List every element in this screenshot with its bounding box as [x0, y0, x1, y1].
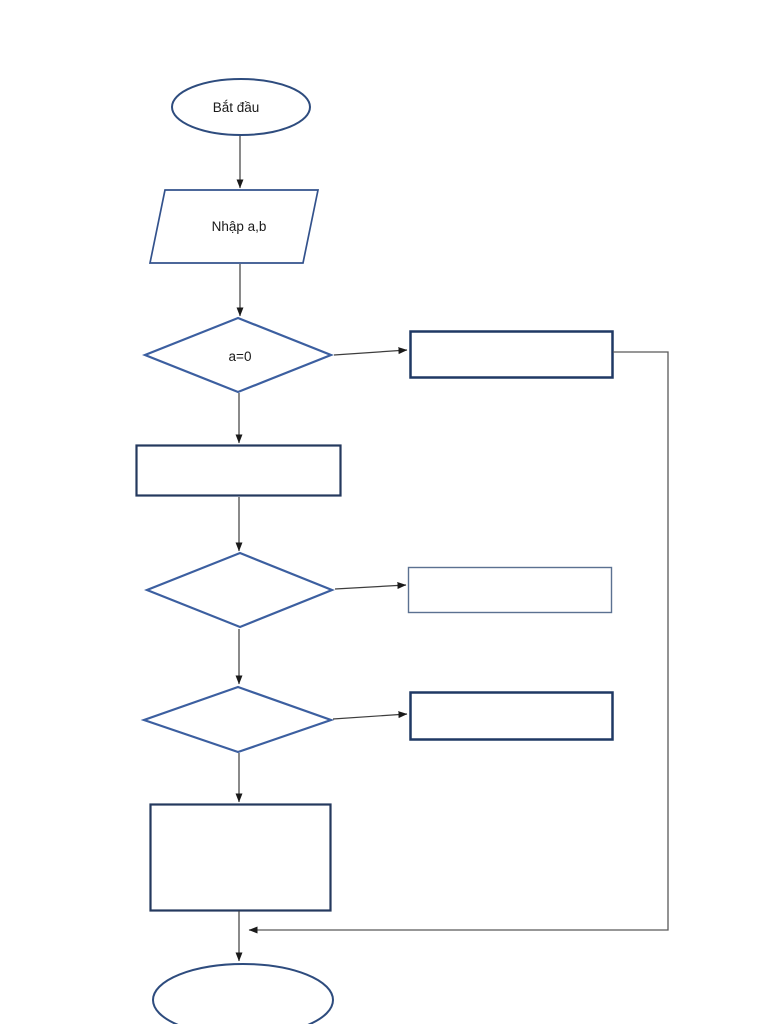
main1-process-rect [135, 444, 342, 497]
branch1-process-rect [409, 330, 614, 379]
branch3-process-rect [409, 691, 614, 741]
start-terminator [171, 78, 311, 136]
decision3-diamond [140, 685, 335, 754]
connector-decision3-to-branch3 [332, 711, 408, 720]
branch2-process-rect [407, 566, 613, 614]
decision2-diamond [144, 551, 335, 629]
input-label: Nhập a,b [212, 219, 267, 234]
end-terminator [152, 963, 334, 1024]
decision1-diamond [142, 316, 334, 394]
start-label: Bắt đầu [213, 100, 260, 115]
connector-branch1-loop-to-end [248, 351, 669, 934]
decision1-label: a=0 [229, 349, 252, 364]
connector-decision1-to-branch1 [333, 347, 408, 356]
main2-process-rect [149, 803, 332, 912]
input-parallelogram [148, 189, 320, 264]
connector-decision2-to-branch2 [334, 581, 407, 590]
